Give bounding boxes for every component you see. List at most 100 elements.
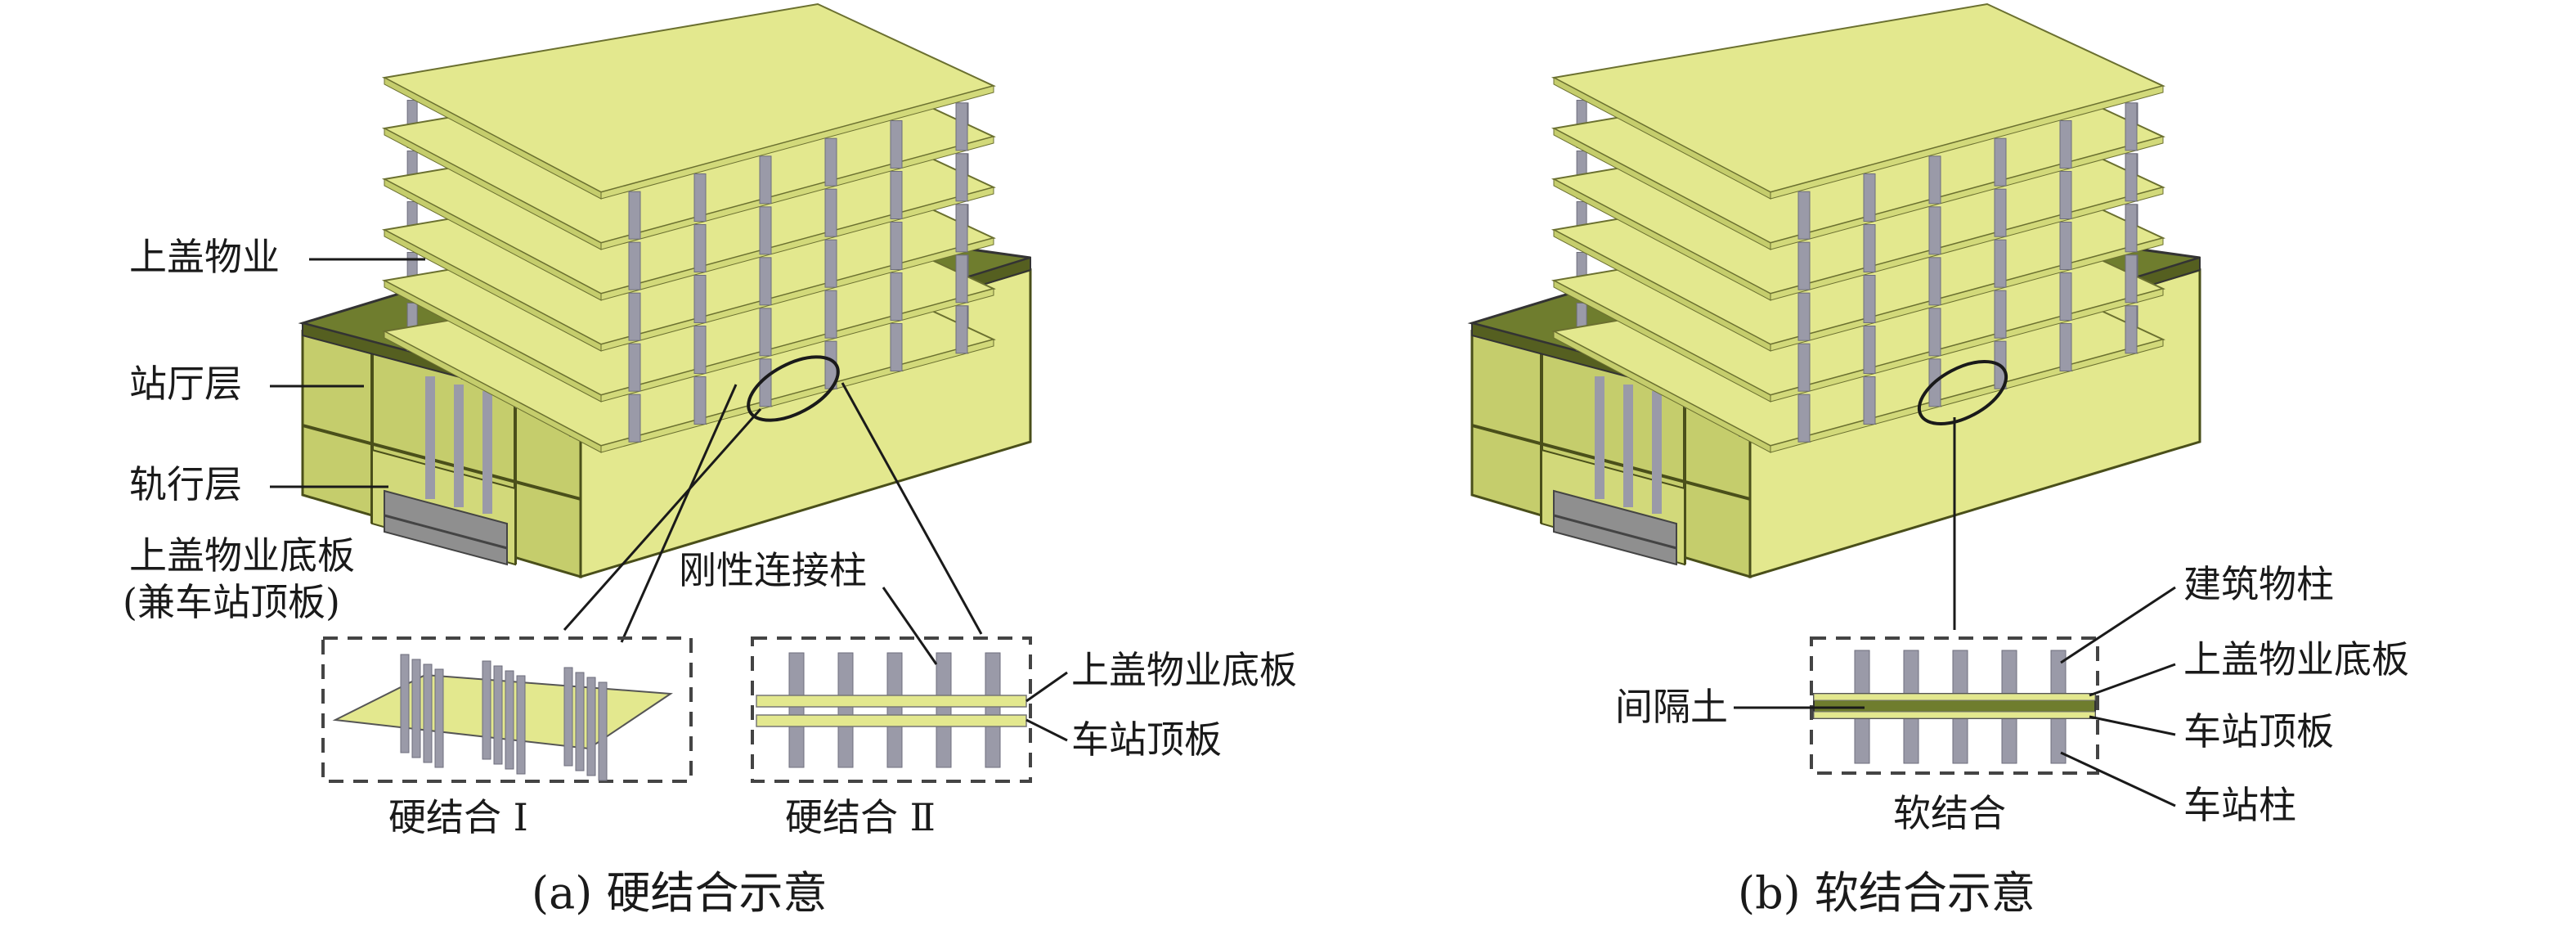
rigid-column [400, 654, 410, 753]
building-column [759, 155, 772, 205]
building-column [824, 239, 837, 288]
building-a [298, 2, 1032, 579]
building-column [2125, 102, 2138, 151]
detail-2-columns [788, 652, 1001, 768]
panel-b-labels: 软结合 建筑物柱 上盖物业底板 间隔土 车站顶板 车站柱 (b) 软结合示意 [1615, 360, 2409, 919]
detail-soft-property-slab [1813, 693, 2096, 701]
station-column-detail [1952, 717, 1968, 764]
building-column [890, 272, 903, 321]
station-column-detail [2001, 717, 2017, 764]
junction-ellipse-b [1917, 360, 2008, 425]
building-column [759, 206, 772, 255]
building-column [1994, 290, 2007, 339]
building-column [693, 173, 707, 222]
building-column [628, 292, 641, 341]
building-column [628, 241, 641, 290]
rigid-column [575, 672, 585, 771]
building-column [955, 204, 968, 253]
rigid-column [482, 660, 491, 760]
building-column [628, 394, 641, 443]
label-building-column: 建筑物柱 [2183, 562, 2334, 606]
rigid-column [434, 668, 444, 768]
building-column [890, 120, 903, 169]
caption-b: (b) 软结合示意 [1738, 867, 2035, 919]
building-column [2125, 153, 2138, 202]
detail-soft-caption: 软结合 [1893, 791, 2006, 835]
building-column [693, 224, 707, 272]
building-column [1994, 239, 2007, 288]
detail-2-caption: 硬结合 Ⅱ [785, 795, 936, 839]
building-column [1928, 308, 1941, 357]
building-column [2059, 272, 2072, 321]
detail-1-slab [332, 673, 673, 750]
building-column [955, 102, 968, 151]
building-column [824, 290, 837, 339]
building-column [2059, 171, 2072, 219]
station-column-detail [1903, 717, 1919, 764]
rigid-column [985, 652, 1001, 768]
building-column [1994, 137, 2007, 187]
rigid-column [586, 677, 596, 776]
perimeter-columns [628, 102, 968, 443]
building-column [1863, 326, 1876, 374]
building-column-detail [2001, 650, 2017, 696]
detail-soft-box [1810, 636, 2099, 775]
detail-1-columns [400, 654, 608, 781]
station-columns-a [425, 376, 492, 514]
building-column [1797, 343, 1811, 392]
building-column [1863, 275, 1876, 323]
building-column [1928, 206, 1941, 255]
rigid-column [423, 663, 433, 763]
detail-2-station-slab [756, 714, 1027, 727]
building-column [2059, 323, 2072, 371]
label-rigid-column: 刚性连接柱 [679, 548, 867, 592]
building-column [1863, 173, 1876, 222]
building-column [1797, 191, 1811, 240]
building-column [890, 323, 903, 371]
building-column [824, 188, 837, 237]
building-column [2125, 305, 2138, 354]
building-column-detail [1854, 650, 1870, 696]
building-column [628, 343, 641, 392]
building-column [2059, 222, 2072, 270]
station-column-detail [2050, 717, 2067, 764]
panel-a-labels: 上盖物业 站厅层 轨行层 上盖物业底板 (兼车站顶板) 硬结合 Ⅰ 硬结合 Ⅱ … [123, 235, 1297, 919]
building-column [2125, 204, 2138, 253]
building-column-detail [1952, 650, 1968, 696]
label-property-base-slab-a: 上盖物业底板 [1071, 648, 1297, 692]
station-columns-b [1595, 376, 1662, 514]
label-track: 轨行层 [129, 462, 242, 506]
detail-2-property-slab [756, 695, 1027, 708]
label-hall: 站厅层 [129, 362, 242, 406]
rigid-column [788, 652, 805, 768]
building-column [759, 308, 772, 357]
building-column-detail [2050, 650, 2067, 696]
rigid-column [505, 670, 514, 770]
building-column [693, 326, 707, 374]
building-column [1928, 257, 1941, 306]
detail-2-box [751, 636, 1032, 783]
rigid-column [886, 652, 903, 768]
building-column [955, 153, 968, 202]
rigid-column [936, 652, 952, 768]
building-column [759, 257, 772, 306]
building-column [693, 376, 707, 425]
building-column [628, 191, 641, 240]
detail-soft-station-slab [1813, 711, 2096, 719]
label-property-base-slab-b: 上盖物业底板 [2183, 637, 2409, 681]
building-b [1467, 2, 2201, 579]
building-column [1928, 155, 1941, 205]
rigid-column [493, 665, 503, 765]
label-spacer-soil: 间隔土 [1615, 685, 1728, 729]
building-column [824, 137, 837, 187]
building-column [955, 305, 968, 354]
detail-soft-columns [1854, 650, 2067, 764]
building-column [890, 222, 903, 270]
building-column [2059, 120, 2072, 169]
label-station-column: 车站柱 [2183, 783, 2296, 827]
rigid-column [411, 659, 421, 758]
building-column [1797, 292, 1811, 341]
rigid-column [837, 652, 854, 768]
